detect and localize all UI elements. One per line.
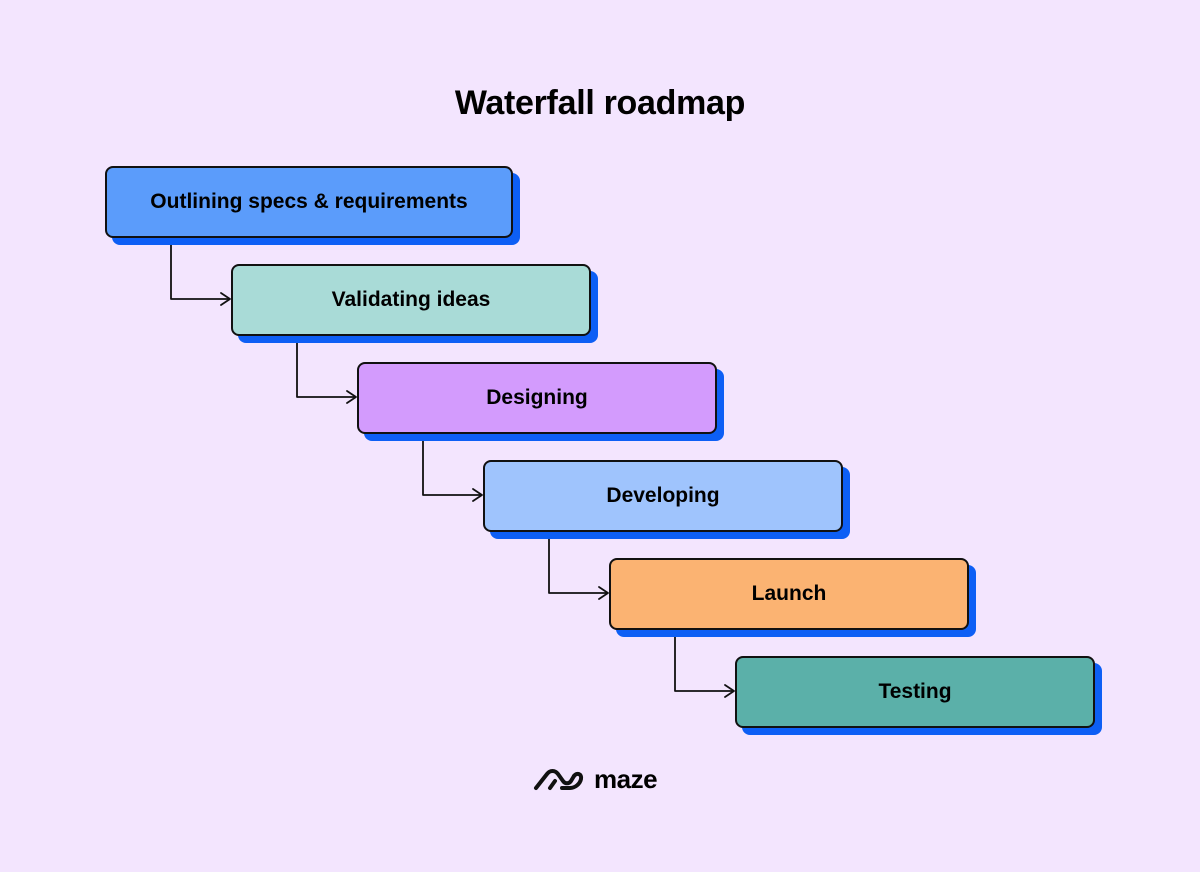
- step-designing: Designing: [357, 362, 717, 434]
- step-label: Outlining specs & requirements: [150, 190, 468, 213]
- step-label: Validating ideas: [331, 288, 491, 311]
- connector-arrow-4: [548, 531, 609, 600]
- step-label: Testing: [878, 680, 952, 703]
- connector-arrow-3: [422, 433, 483, 502]
- step-label: Launch: [751, 582, 827, 605]
- step-launch: Launch: [609, 558, 969, 630]
- connector-arrow-1: [170, 237, 231, 306]
- step-outlining-specs: Outlining specs & requirements: [105, 166, 513, 238]
- step-developing: Developing: [483, 460, 843, 532]
- connector-arrow-2: [296, 335, 357, 404]
- step-label: Designing: [486, 386, 588, 409]
- step-label: Developing: [606, 484, 720, 507]
- page-title: Waterfall roadmap: [454, 84, 746, 122]
- connector-arrow-5: [674, 629, 735, 698]
- step-testing: Testing: [735, 656, 1095, 728]
- maze-logo: maze: [532, 760, 658, 798]
- step-validating-ideas: Validating ideas: [231, 264, 591, 336]
- maze-logo-icon: [534, 769, 584, 790]
- maze-logo-text: maze: [594, 763, 658, 794]
